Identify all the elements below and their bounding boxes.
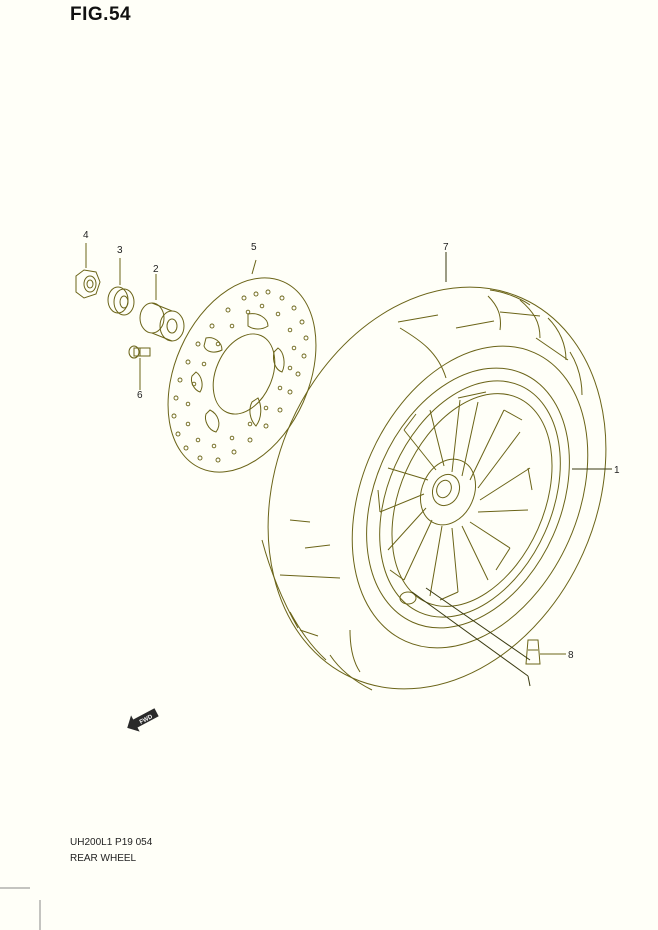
callout-2: 2 xyxy=(153,264,159,275)
figure-title: FIG.54 xyxy=(70,4,132,25)
wheel-hub xyxy=(420,458,476,526)
page-corner-marks xyxy=(0,887,41,930)
valve-stem-hole xyxy=(399,591,417,605)
callout-5: 5 xyxy=(251,242,257,253)
callout-1: 1 xyxy=(614,465,620,476)
disc-vent-holes xyxy=(171,289,309,463)
disc-bolt xyxy=(128,345,151,390)
callout-3: 3 xyxy=(117,245,123,256)
spacer-collar xyxy=(139,274,185,342)
callout-6: 6 xyxy=(137,390,143,401)
disc-cutouts xyxy=(191,313,285,433)
leader-lines xyxy=(411,252,612,687)
washer xyxy=(107,258,135,316)
fwd-arrow-icon: FWD xyxy=(127,708,159,732)
tire-valve xyxy=(525,639,566,665)
wheel-assembly xyxy=(261,286,607,691)
section-name: REAR WHEEL xyxy=(70,853,137,864)
callout-8: 8 xyxy=(568,650,574,661)
wheel-spokes xyxy=(377,391,533,601)
callout-4: 4 xyxy=(83,230,89,241)
model-code: UH200L1 P19 054 xyxy=(70,837,153,848)
rim xyxy=(366,367,570,629)
brake-disc xyxy=(167,259,317,473)
axle-nut xyxy=(75,243,101,299)
tire xyxy=(261,286,607,691)
callout-7: 7 xyxy=(443,242,449,253)
